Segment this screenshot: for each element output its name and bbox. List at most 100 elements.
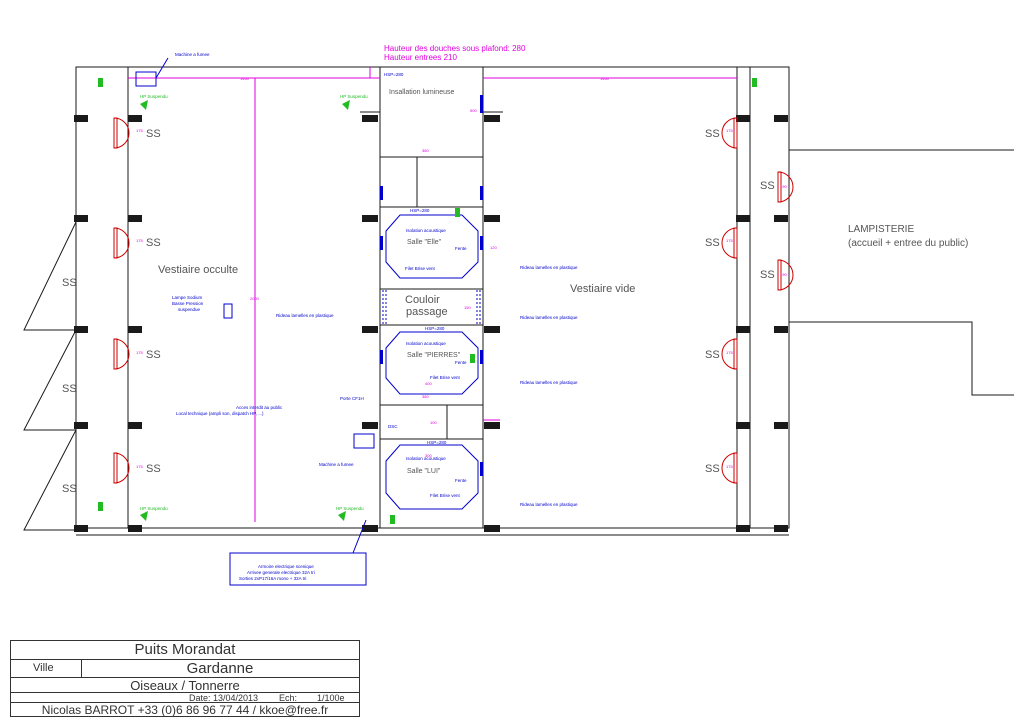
dim-175: 175 xyxy=(136,350,143,355)
note-isolation-pierres: Isolation acoustique xyxy=(406,341,446,346)
note-isolation-elle: Isolation acoustique xyxy=(406,228,446,233)
note-armoire-2: Arrivee generale electrique 32A tri xyxy=(247,570,315,575)
dim-175: 175 xyxy=(136,128,143,133)
ss-label: SS xyxy=(705,463,720,475)
note-fente-lui: Fente xyxy=(455,478,467,483)
exit-sign-elle xyxy=(455,208,460,217)
room-couloir: Couloir xyxy=(405,294,440,306)
show-name: Oiseaux / Tonnerre xyxy=(11,677,359,693)
pillar xyxy=(484,115,500,122)
room-lampisterie-sub: (accueil + entree du public) xyxy=(848,238,968,249)
pillar xyxy=(128,422,142,429)
note-fente-elle: Fente xyxy=(455,246,467,251)
pillar xyxy=(74,326,88,333)
note-lampe-3: suspendue xyxy=(178,307,201,312)
dim-left-width: 1460 xyxy=(240,76,250,81)
room-salle-pierres: Salle "PIERRES" xyxy=(407,352,461,359)
dim-150: 150 xyxy=(464,305,471,310)
dim-175: 175 xyxy=(136,238,143,243)
ss-label: SS xyxy=(705,237,720,249)
speaker-label-tl: HP Suspendu xyxy=(140,94,168,99)
ville-row: Ville Gardanne xyxy=(11,659,359,678)
note-isolation-lui: Isolation acoustique xyxy=(406,456,446,461)
door-swing xyxy=(113,338,130,370)
pillar xyxy=(128,525,142,532)
exit-sign-tl xyxy=(98,78,103,87)
ss-label: SS xyxy=(705,128,720,140)
exit-sign-pierres xyxy=(470,354,475,363)
dim-190: 190 xyxy=(780,272,787,277)
note-dsc: DSC xyxy=(388,424,398,429)
note-armoire-3: Sorties 2xP17/16A mono + 32A tri xyxy=(239,576,306,581)
pillar xyxy=(362,326,378,333)
sodium-lamp-icon xyxy=(223,303,233,319)
ss-label: SS xyxy=(146,463,161,475)
note-armoire-1: Armoire electrique scenique xyxy=(258,564,314,569)
pillar xyxy=(774,215,788,222)
room-passage: passage xyxy=(406,306,448,318)
room-salle-elle: Salle "Elle" xyxy=(407,239,442,246)
pillar xyxy=(74,115,88,122)
note-rideau-couloir-left: Rideau lamelles en plastique xyxy=(276,313,334,318)
note-machine-fumee-mid: Machine a fumee xyxy=(319,462,354,467)
note-hsp-lui: HSP=280 xyxy=(427,440,447,445)
door-swings xyxy=(113,117,794,484)
note-fente-pierres: Fente xyxy=(455,360,467,365)
ss-label: SS xyxy=(146,128,161,140)
ss-label: SS xyxy=(146,349,161,361)
pillar xyxy=(774,326,788,333)
door-swing xyxy=(721,338,738,370)
ss-label: SS xyxy=(705,349,720,361)
pillar xyxy=(736,115,750,122)
speaker-icon-tr xyxy=(342,100,350,110)
title-block: Puits Morandat Ville Gardanne Oiseaux / … xyxy=(10,640,360,717)
exit-sign-tr xyxy=(752,78,757,87)
scale-value: 1/100e xyxy=(317,693,345,703)
note-machine-fumee-top: Machine a fumee xyxy=(175,52,210,57)
shower-octagons xyxy=(385,214,479,510)
pillar xyxy=(362,115,378,122)
pillar xyxy=(128,215,142,222)
scale-label: Ech: xyxy=(279,693,298,703)
door-swing xyxy=(113,117,130,149)
speakers: HP Suspendu HP Suspendu HP Suspendu HP S… xyxy=(98,78,757,524)
dim-right-width: 1460 xyxy=(600,76,610,81)
room-vestiaire-vide: Vestiaire vide xyxy=(570,283,635,295)
speaker-label-br: HP Suspendu xyxy=(336,506,364,511)
dim-190: 190 xyxy=(780,184,787,189)
note-porte: Porte CF1H xyxy=(340,396,364,401)
note-rideau-pierres: Rideau lamelles en plastique xyxy=(520,380,578,385)
exit-sign-bl xyxy=(98,502,103,511)
speaker-label-bl: HP Suspendu xyxy=(140,506,168,511)
note-rideau-couloir-right: Rideau lamelles en plastique xyxy=(520,315,578,320)
note-rideau-elle: Rideau lamelles en plastique xyxy=(520,265,578,270)
speaker-icon-tl xyxy=(140,100,148,110)
dim-175: 175 xyxy=(726,464,733,469)
room-vestiaire-occulte: Vestiaire occulte xyxy=(158,264,238,276)
speaker-icon-br xyxy=(338,511,346,521)
dim-300: 300 xyxy=(425,453,432,458)
pillar xyxy=(128,115,142,122)
ville-label: Ville xyxy=(33,662,54,674)
couloir-hatch xyxy=(382,290,481,324)
note-acces-2: Local technique (ampli son, dispatch HP,… xyxy=(176,411,264,416)
note-lampe-1: Lampe Sodium xyxy=(172,295,203,300)
pillar xyxy=(736,215,750,222)
pillar xyxy=(484,525,500,532)
ss-label: SS xyxy=(146,237,161,249)
dim-height: 2000 xyxy=(250,296,260,301)
ville-separator xyxy=(81,660,82,678)
dim-175: 175 xyxy=(726,128,733,133)
dim-500: 500 xyxy=(470,108,477,113)
dim-380-b: 380 xyxy=(422,394,429,399)
dim-380-a: 380 xyxy=(422,148,429,153)
door-swing xyxy=(721,117,738,149)
pillar xyxy=(74,422,88,429)
date-row: Date: 13/04/2013 Ech: 1/100e xyxy=(11,692,359,703)
pillar xyxy=(736,422,750,429)
door-swing xyxy=(721,227,738,259)
dim-175: 175 xyxy=(726,238,733,243)
pillars xyxy=(74,115,788,532)
